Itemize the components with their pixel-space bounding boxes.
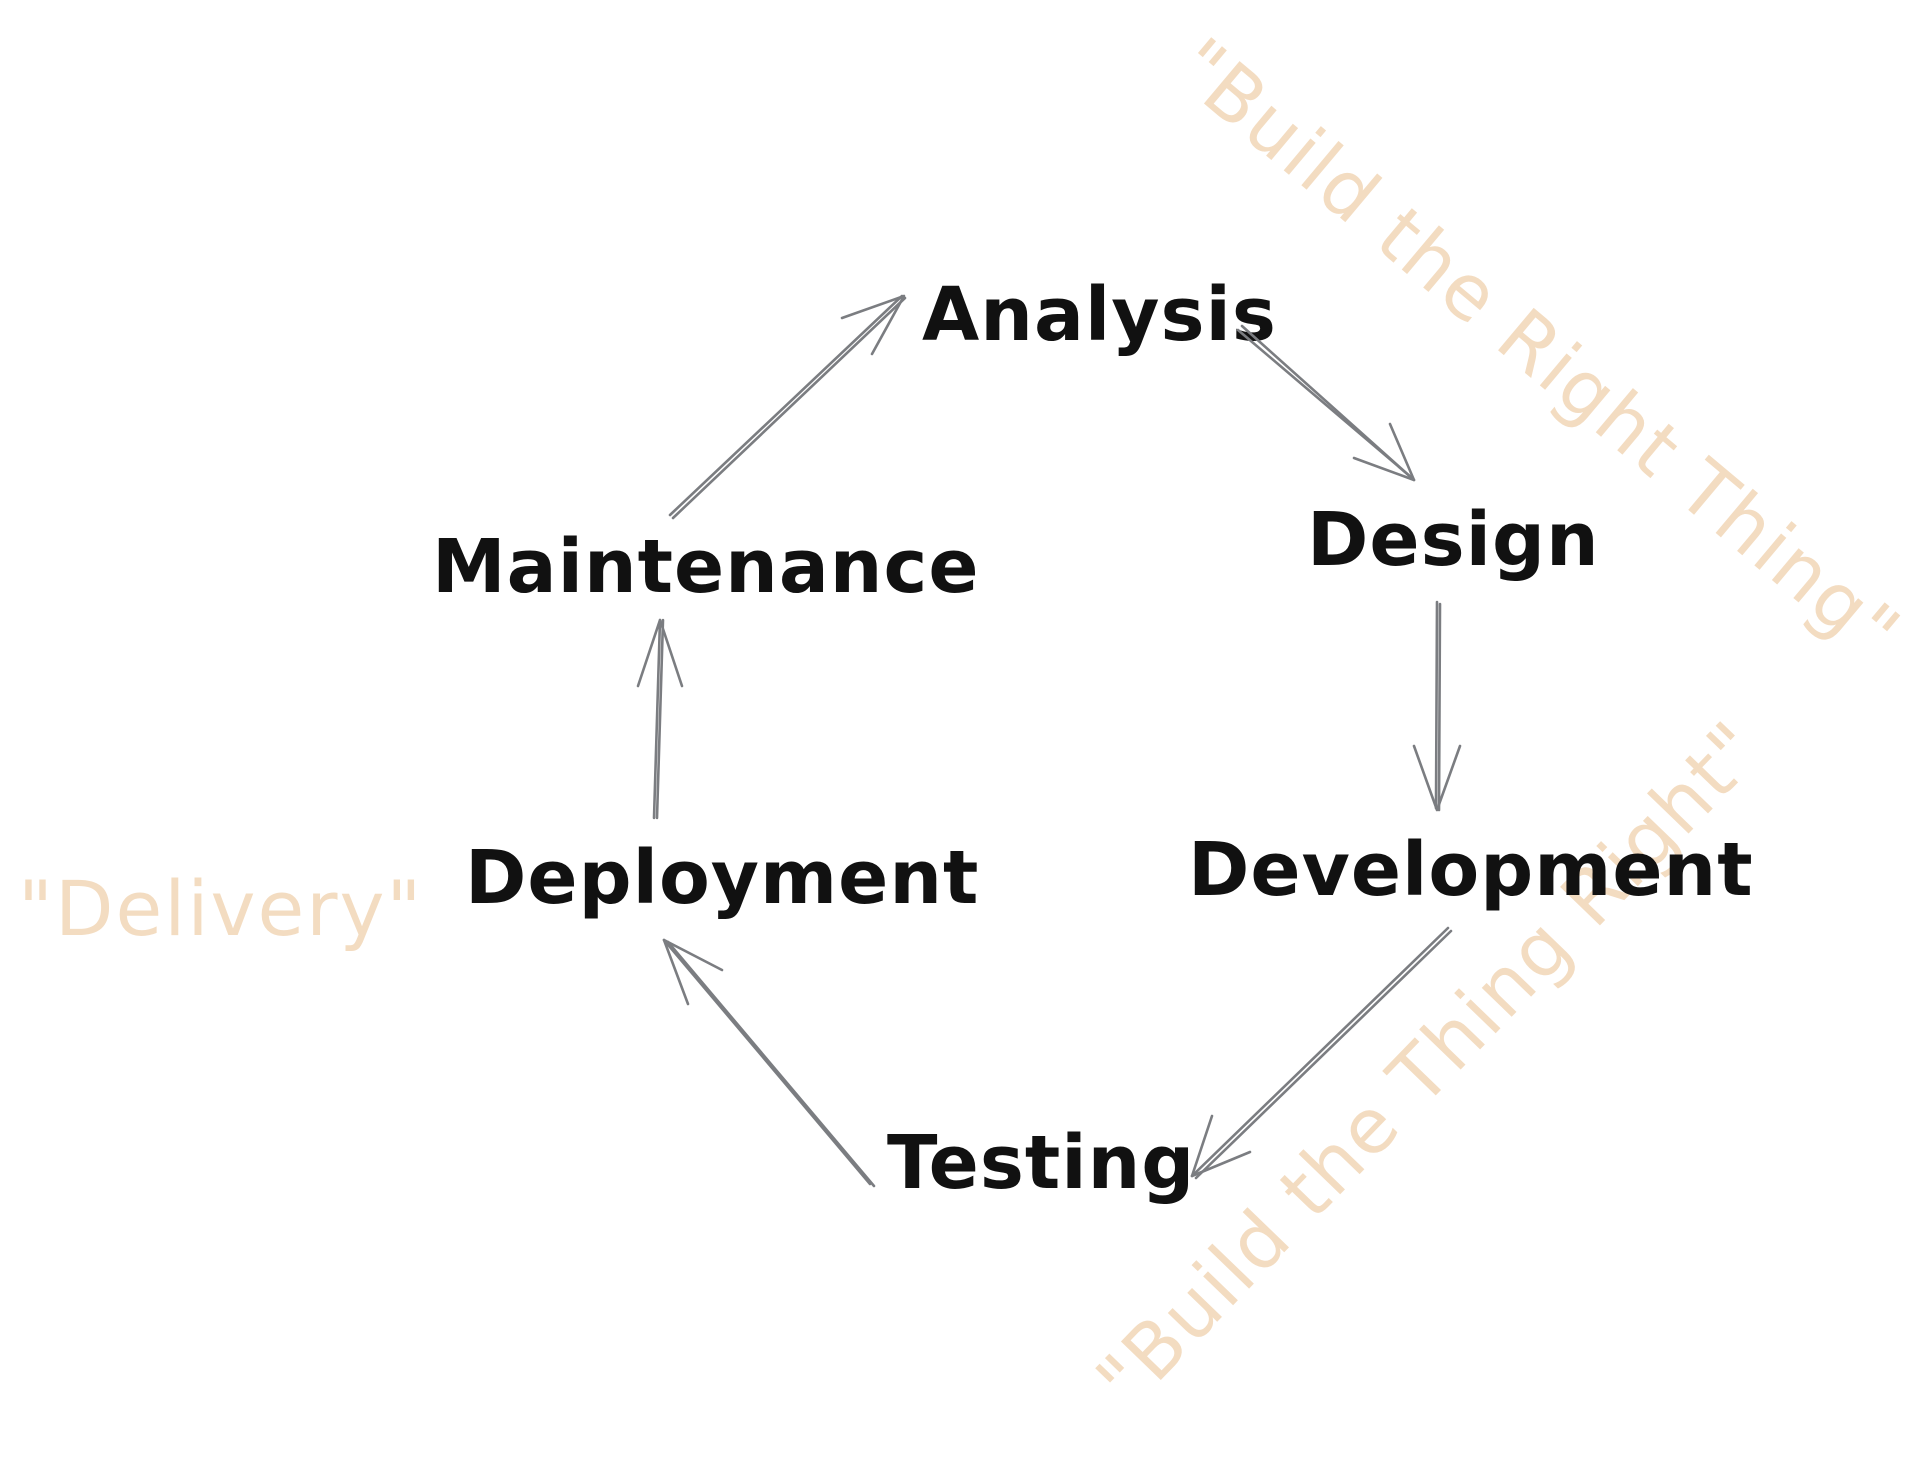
annotation-build-the-thing-right: "Build the Thing Right" <box>1079 704 1779 1425</box>
stage-design: Design <box>1307 497 1600 583</box>
arrow-design-to-development <box>1412 600 1462 812</box>
arrow-analysis-to-design <box>1236 324 1416 482</box>
arrow-development-to-testing <box>1190 926 1453 1180</box>
stage-maintenance: Maintenance <box>432 524 980 610</box>
arrow-deployment-to-maintenance <box>636 618 684 820</box>
stage-development: Development <box>1188 827 1754 913</box>
stage-testing: Testing <box>887 1120 1195 1206</box>
annotation-delivery: "Delivery" <box>18 864 423 953</box>
arrow-maintenance-to-analysis <box>668 294 907 520</box>
stage-analysis: Analysis <box>922 272 1277 358</box>
arrow-testing-to-deployment <box>662 938 876 1188</box>
stage-deployment: Deployment <box>465 835 979 921</box>
